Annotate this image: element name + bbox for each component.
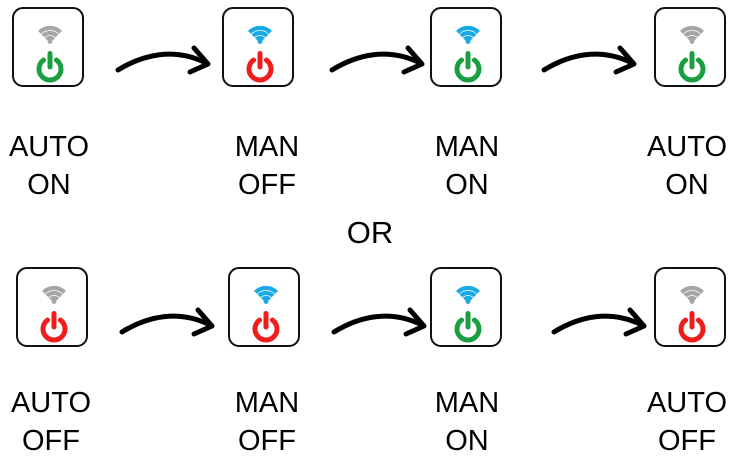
power-icon <box>246 51 274 83</box>
transition-arrow <box>115 45 211 75</box>
state-label: MAN OFF <box>212 384 322 460</box>
power-icon <box>252 311 280 343</box>
wifi-icon <box>679 285 705 304</box>
mode-text: AUTO <box>646 131 728 163</box>
power-text: ON <box>445 425 489 457</box>
transition-arrow <box>329 45 425 75</box>
power-text: ON <box>665 169 709 201</box>
power-icon <box>454 51 482 83</box>
power-icon <box>36 51 64 83</box>
transition-arrow <box>551 307 647 337</box>
state-label: AUTO OFF <box>632 384 742 460</box>
mode-text: MAN <box>234 387 300 419</box>
state-label: MAN OFF <box>212 128 322 204</box>
device-r1-s3 <box>430 7 502 87</box>
state-label: AUTO ON <box>632 128 742 204</box>
device-r2-s4 <box>654 267 726 347</box>
mode-text: MAN <box>234 131 300 163</box>
device-r2-s2 <box>228 267 300 347</box>
state-label: AUTO ON <box>0 128 104 204</box>
transition-arrow <box>541 45 637 75</box>
power-icon <box>454 311 482 343</box>
or-separator: OR <box>346 215 394 250</box>
wifi-icon <box>247 25 273 44</box>
power-text: ON <box>445 169 489 201</box>
state-label: MAN ON <box>412 384 522 460</box>
wifi-icon <box>455 25 481 44</box>
device-r2-s1 <box>16 267 88 347</box>
power-icon <box>40 311 68 343</box>
wifi-icon <box>253 285 279 304</box>
power-icon <box>678 51 706 83</box>
mode-text: AUTO <box>8 131 90 163</box>
power-text: OFF <box>22 425 80 457</box>
wifi-icon <box>455 285 481 304</box>
power-text: OFF <box>238 169 296 201</box>
device-r1-s1 <box>12 7 84 87</box>
transition-arrow <box>119 307 215 337</box>
power-icon <box>678 311 706 343</box>
wifi-icon <box>37 25 63 44</box>
mode-text: AUTO <box>646 387 728 419</box>
transition-arrow <box>331 307 427 337</box>
state-label: AUTO OFF <box>0 384 106 460</box>
wifi-icon <box>41 285 67 304</box>
power-text: ON <box>27 169 71 201</box>
state-label: MAN ON <box>412 128 522 204</box>
power-text: OFF <box>658 425 716 457</box>
wifi-icon <box>679 25 705 44</box>
device-r1-s4 <box>654 7 726 87</box>
mode-text: MAN <box>434 387 500 419</box>
device-r2-s3 <box>430 267 502 347</box>
device-r1-s2 <box>222 7 294 87</box>
power-text: OFF <box>238 425 296 457</box>
mode-text: MAN <box>434 131 500 163</box>
mode-text: AUTO <box>10 387 92 419</box>
